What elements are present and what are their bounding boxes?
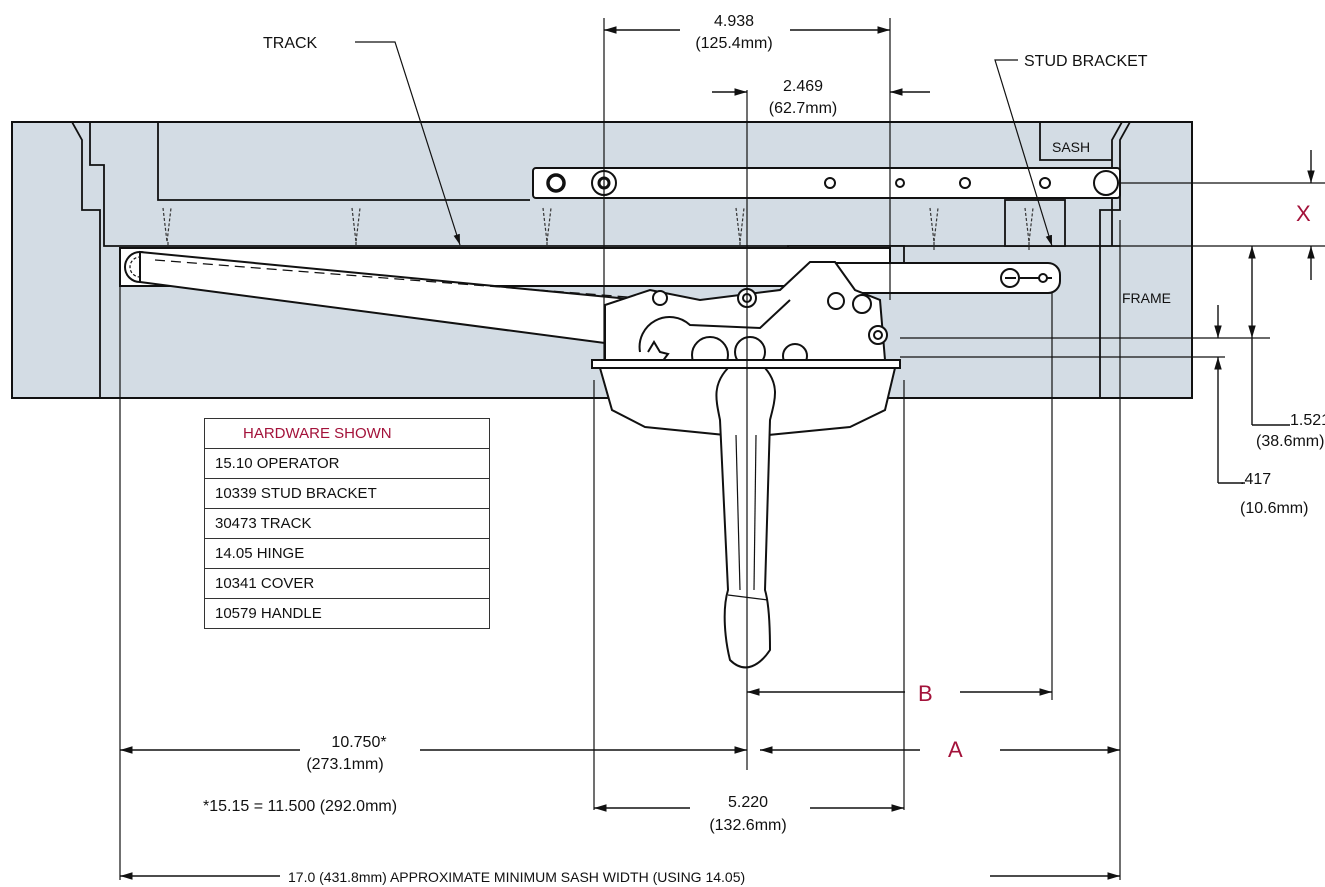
dim-1521-mm: (38.6mm) bbox=[1256, 433, 1325, 450]
b-label: B bbox=[918, 681, 933, 706]
hardware-table-header: HARDWARE SHOWN bbox=[204, 418, 490, 449]
dim-4938-mm: (125.4mm) bbox=[695, 35, 773, 52]
stud-bracket-link bbox=[809, 262, 1061, 294]
dim-4938: 4.938 bbox=[713, 13, 755, 30]
sash-arm-bar bbox=[532, 167, 1121, 199]
hardware-row: 14.05 HINGE bbox=[204, 538, 490, 569]
x-label: X bbox=[1296, 201, 1311, 226]
dim-10750-mm: (273.1mm) bbox=[306, 756, 384, 773]
dim-1521: 1.521 bbox=[1290, 412, 1325, 429]
handle bbox=[715, 367, 776, 669]
dim-417-mm: (10.6mm) bbox=[1240, 500, 1309, 517]
hardware-row: 10339 STUD BRACKET bbox=[204, 478, 490, 509]
screw-marks bbox=[162, 207, 1034, 250]
track-label: TRACK bbox=[263, 35, 318, 52]
extension-lines bbox=[119, 18, 1325, 880]
hardware-row: 30473 TRACK bbox=[204, 508, 490, 539]
dim-5220: 5.220 bbox=[727, 794, 769, 811]
note-1515: *15.15 = 11.500 (292.0mm) bbox=[203, 798, 398, 815]
dim-2469-mm: (62.7mm) bbox=[768, 100, 838, 117]
leader-lines bbox=[355, 41, 1053, 247]
sash-label: SASH bbox=[1052, 139, 1091, 155]
frame-label: FRAME bbox=[1122, 290, 1171, 306]
hardware-row: 15.10 OPERATOR bbox=[204, 448, 490, 479]
hardware-row: 10579 HANDLE bbox=[204, 598, 490, 629]
stud-bracket-label: STUD BRACKET bbox=[1024, 53, 1148, 70]
hardware-table: HARDWARE SHOWN 15.10 OPERATOR 10339 STUD… bbox=[204, 418, 490, 629]
min-sash-width-label: 17.0 (431.8mm) APPROXIMATE MINIMUM SASH … bbox=[288, 869, 746, 885]
dimension-arrows bbox=[120, 26, 1315, 880]
dim-2469: 2.469 bbox=[782, 78, 824, 95]
dim-10750: 10.750* bbox=[331, 734, 387, 751]
dim-417: .417 bbox=[1240, 471, 1272, 488]
hardware-row: 10341 COVER bbox=[204, 568, 490, 599]
a-label: A bbox=[948, 737, 963, 762]
dim-5220-mm: (132.6mm) bbox=[709, 817, 787, 834]
cover bbox=[591, 359, 901, 437]
